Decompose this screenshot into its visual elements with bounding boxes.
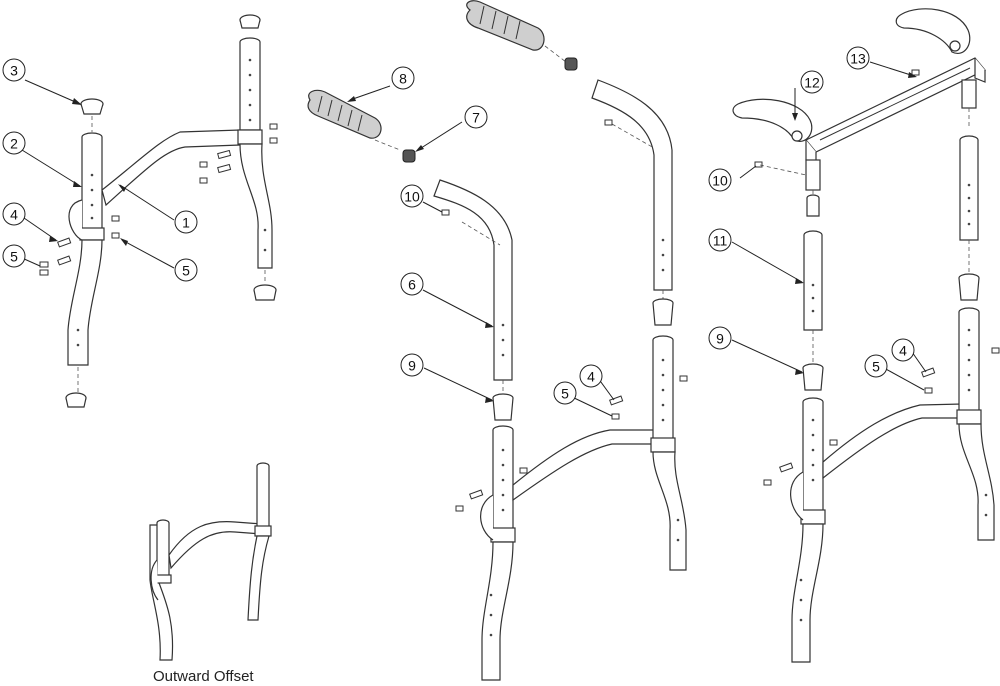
callout-number: 4 <box>899 343 907 359</box>
callout-circle <box>553 381 577 405</box>
frame-post-left <box>67 132 105 366</box>
callout-c9a: 9 <box>400 353 424 377</box>
bushing-right-assembly-right <box>958 273 980 301</box>
callout-number: 9 <box>716 331 724 347</box>
callout-number: 6 <box>408 277 416 293</box>
callout-c5a: 5 <box>2 244 26 268</box>
callout-number: 2 <box>10 136 18 152</box>
bushing-left <box>492 393 514 421</box>
callout-number: 4 <box>587 369 595 385</box>
callout-number: 11 <box>713 233 728 249</box>
crossbar <box>805 57 986 191</box>
hand-grip-right <box>466 0 545 51</box>
callout-number: 5 <box>872 359 880 375</box>
handle-tube-right <box>591 79 673 291</box>
callout-number: 1 <box>182 215 190 231</box>
end-cap <box>80 98 104 115</box>
frame-post-right <box>237 14 273 269</box>
outward-offset-frame <box>149 462 272 661</box>
callout-c4a: 4 <box>2 202 26 226</box>
callout-circle <box>800 70 824 94</box>
callout-c4b: 4 <box>579 364 603 388</box>
leader-lines <box>21 61 927 417</box>
callout-circle <box>846 46 870 70</box>
hand-grip-left <box>307 89 382 139</box>
callout-circle <box>2 244 26 268</box>
callout-circle <box>891 338 915 362</box>
arm-pad-left <box>732 98 813 142</box>
bolts-left <box>39 123 278 276</box>
callout-c4c: 4 <box>891 338 915 362</box>
callout-circle <box>708 168 732 192</box>
callout-number: 9 <box>408 358 416 374</box>
outward-offset-caption: Outward Offset <box>153 668 254 685</box>
callout-circle <box>391 66 415 90</box>
callout-circle <box>708 228 732 252</box>
callout-c13: 13 <box>846 46 870 70</box>
callout-markers: 3 2 1 4 5 5 8 7 10 6 9 4 5 12 13 10 11 9 4 5 <box>2 46 915 405</box>
bushing-right-assembly-left <box>802 363 824 391</box>
callout-c2: 2 <box>2 131 26 155</box>
callout-c10b: 10 <box>708 168 732 192</box>
callout-c3: 3 <box>2 58 26 82</box>
callout-c10a: 10 <box>400 184 424 208</box>
callout-circle <box>864 354 888 378</box>
callout-c6: 6 <box>400 272 424 296</box>
callout-circle <box>2 131 26 155</box>
callout-number: 12 <box>804 75 820 91</box>
callout-number: 3 <box>10 63 18 79</box>
bushing-right <box>652 298 674 326</box>
callout-number: 10 <box>404 189 420 205</box>
middle-frame-assembly <box>307 0 688 681</box>
callout-circle <box>174 258 198 282</box>
callout-circle <box>400 184 424 208</box>
callout-number: 5 <box>182 263 190 279</box>
callout-circle <box>174 210 198 234</box>
callout-c9b: 9 <box>708 326 732 350</box>
callout-circle <box>464 105 488 129</box>
callout-c11: 11 <box>708 228 732 252</box>
callout-circle <box>708 326 732 350</box>
extension-tube <box>803 230 823 331</box>
arm-pad-right <box>895 8 971 54</box>
callout-c12: 12 <box>800 70 824 94</box>
callout-c7: 7 <box>464 105 488 129</box>
callout-c5b: 5 <box>174 258 198 282</box>
callout-circle <box>2 58 26 82</box>
callout-circle <box>400 272 424 296</box>
left-frame-assembly <box>39 14 278 408</box>
callout-circle <box>579 364 603 388</box>
callout-number: 5 <box>561 386 569 402</box>
callout-c5c: 5 <box>553 381 577 405</box>
callout-number: 5 <box>10 249 18 265</box>
callout-circle <box>400 353 424 377</box>
callout-c1: 1 <box>174 210 198 234</box>
callout-number: 10 <box>712 173 728 189</box>
callout-number: 8 <box>399 71 407 87</box>
right-frame-assembly <box>732 8 1000 663</box>
bolts-right <box>763 69 1000 486</box>
callout-number: 7 <box>472 110 480 126</box>
callout-number: 4 <box>10 207 18 223</box>
callout-number: 13 <box>850 51 866 67</box>
bolts-middle <box>441 209 688 512</box>
callout-circle <box>2 202 26 226</box>
callout-c5d: 5 <box>864 354 888 378</box>
callout-c8: 8 <box>391 66 415 90</box>
